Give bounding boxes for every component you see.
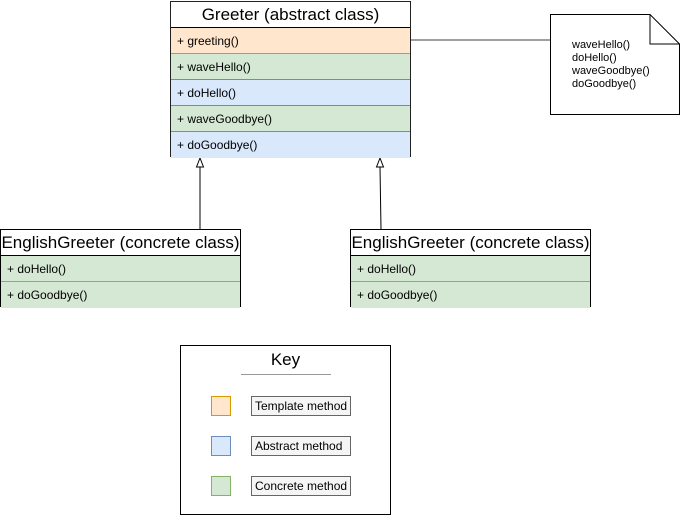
english-greeter-right-dohello[interactable]: + doHello() xyxy=(351,256,590,282)
english-greeter-left-dohello[interactable]: + doHello() xyxy=(1,256,240,282)
greeter-method-dohello[interactable]: + doHello() xyxy=(171,80,410,106)
template-method-label: Template method xyxy=(251,396,351,416)
greeter-class-title: Greeter (abstract class) xyxy=(171,2,410,28)
greeter-method-greeting[interactable]: + greeting() xyxy=(171,28,410,54)
english-greeter-left-dogoodbye[interactable]: + doGoodbye() xyxy=(1,282,240,308)
concrete-swatch xyxy=(211,476,231,496)
concrete-method-label: Concrete method xyxy=(251,476,351,496)
note-line: doGoodbye() xyxy=(572,78,637,90)
inheritance-arrowhead-right xyxy=(375,156,385,168)
english-greeter-right-box[interactable]: EnglishGreeter (concrete class) + doHell… xyxy=(350,229,591,308)
note-line: waveGoodbye() xyxy=(572,65,650,77)
greeting-note[interactable]: waveHello() doHello() waveGoodbye() doGo… xyxy=(550,14,680,115)
inheritance-line-right xyxy=(379,166,382,230)
greeter-method-dogoodbye[interactable]: + doGoodbye() xyxy=(171,132,410,158)
inheritance-arrowhead-left xyxy=(195,156,205,168)
note-shape xyxy=(550,14,680,115)
note-line: doHello() xyxy=(572,52,617,64)
abstract-method-label: Abstract method xyxy=(251,436,351,456)
english-greeter-left-title: EnglishGreeter (concrete class) xyxy=(1,230,240,256)
note-text: waveHello() doHello() waveGoodbye() doGo… xyxy=(572,39,650,91)
abstract-swatch xyxy=(211,436,231,456)
english-greeter-left-box[interactable]: EnglishGreeter (concrete class) + doHell… xyxy=(0,229,241,308)
english-greeter-right-dogoodbye[interactable]: + doGoodbye() xyxy=(351,282,590,308)
key-title-divider xyxy=(241,374,331,375)
key-title: Key xyxy=(270,350,301,369)
english-greeter-right-title: EnglishGreeter (concrete class) xyxy=(351,230,590,256)
greeter-class-box[interactable]: Greeter (abstract class) + greeting() + … xyxy=(170,1,411,158)
key-legend: Key Template method Abstract method Conc… xyxy=(180,345,391,515)
note-line: waveHello() xyxy=(572,39,631,51)
greeter-method-wavegoodbye[interactable]: + waveGoodbye() xyxy=(171,106,410,132)
template-swatch xyxy=(211,396,231,416)
greeter-method-wavehello[interactable]: + waveHello() xyxy=(171,54,410,80)
